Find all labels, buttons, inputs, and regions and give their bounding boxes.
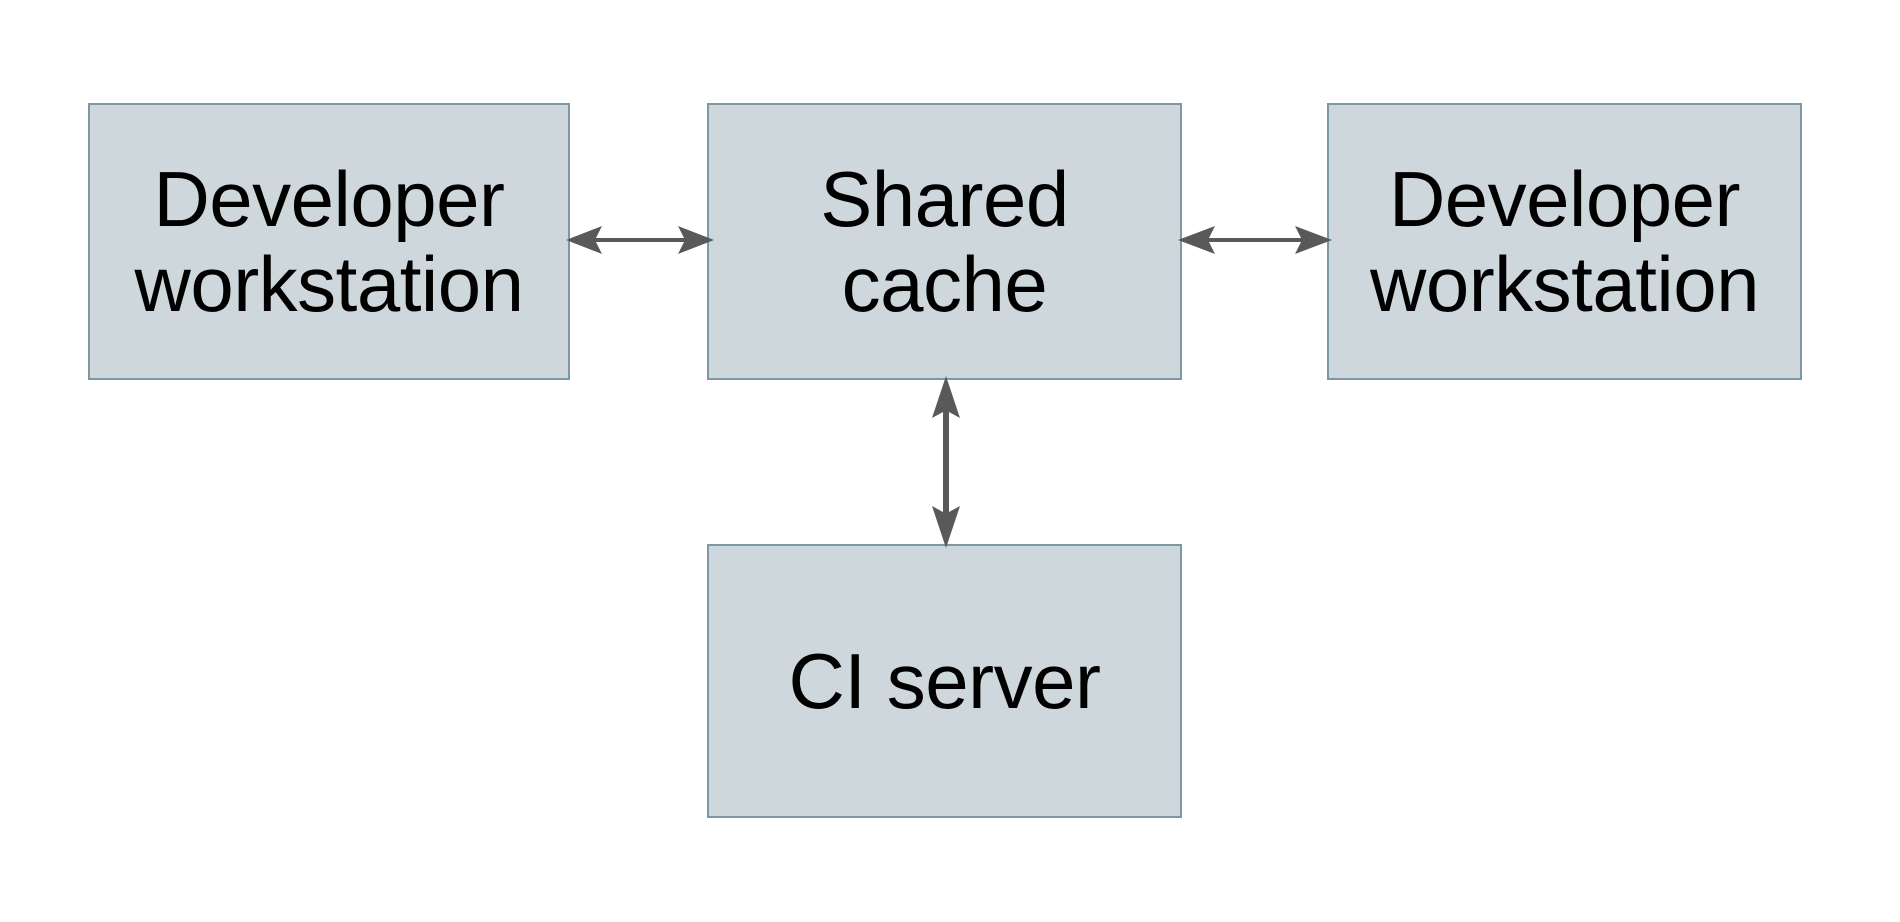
connector-left-to-shared-cache[interactable] (566, 216, 714, 264)
node-shared-cache[interactable]: Shared cache (707, 103, 1182, 380)
node-label: Developer workstation (134, 155, 525, 328)
node-label: CI server (788, 636, 1101, 725)
node-ci-server[interactable]: CI server (707, 544, 1182, 818)
node-developer-workstation-left[interactable]: Developer workstation (88, 103, 570, 380)
connector-shared-cache-to-right[interactable] (1178, 216, 1332, 264)
double-arrow-icon (932, 376, 960, 548)
node-label: Shared cache (820, 155, 1069, 328)
connector-shared-cache-to-ci-server[interactable] (922, 376, 970, 548)
node-developer-workstation-right[interactable]: Developer workstation (1327, 103, 1802, 380)
double-arrow-icon (1178, 226, 1332, 254)
node-label: Developer workstation (1370, 155, 1760, 328)
double-arrow-icon (566, 226, 714, 254)
